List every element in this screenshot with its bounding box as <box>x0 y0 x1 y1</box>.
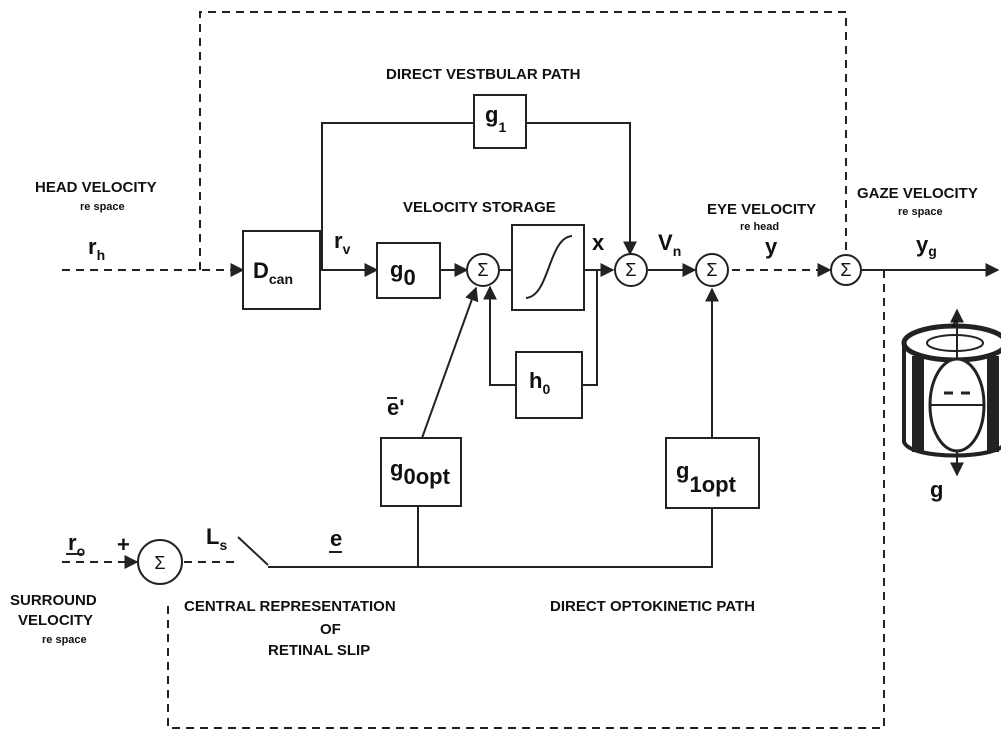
direct-vestibular-path-label: DIRECT VESTBULAR PATH <box>386 66 580 83</box>
svg-text:Σ: Σ <box>840 260 851 280</box>
surround-velocity-label-1: SURROUND <box>10 592 97 609</box>
central-representation-label-1: CENTRAL REPRESENTATION <box>184 598 396 615</box>
block-g1opt: g1opt <box>666 438 759 508</box>
head-velocity-sub: re space <box>80 201 125 213</box>
velocity-storage-label: VELOCITY STORAGE <box>403 199 556 216</box>
eye-velocity-label: EYE VELOCITY <box>707 201 816 218</box>
signal-y-g: yg <box>916 232 937 259</box>
svg-text:Σ: Σ <box>625 260 636 280</box>
signal-plus: + <box>117 532 130 557</box>
axis-z-label: z <box>951 314 958 330</box>
sum-junction-gaze: Σ <box>831 255 861 285</box>
gaze-velocity-sub: re space <box>898 206 943 218</box>
block-d-can: Dcan <box>243 231 320 309</box>
central-representation-label-3: RETINAL SLIP <box>268 642 370 659</box>
direct-optokinetic-path-label: DIRECT OPTOKINETIC PATH <box>550 598 755 615</box>
signal-r-v: rv <box>334 228 351 257</box>
eye-velocity-sub: re head <box>740 221 779 233</box>
sum-junction-surround: Σ <box>138 540 182 584</box>
sum-junction-vestibular: Σ <box>615 254 647 286</box>
axis-g-label: g <box>930 477 943 502</box>
block-g1: g1 <box>474 95 526 148</box>
block-h0: h0 <box>516 352 582 418</box>
surround-velocity-label-2: VELOCITY <box>18 612 93 629</box>
block-g0opt: g0opt <box>381 438 461 506</box>
head-velocity-label: HEAD VELOCITY <box>35 179 157 196</box>
surround-velocity-sub: re space <box>42 634 87 646</box>
signal-x: x <box>592 230 605 255</box>
svg-text:Σ: Σ <box>154 553 165 573</box>
sum-junction-eye: Σ <box>696 254 728 286</box>
svg-text:Σ: Σ <box>477 260 488 280</box>
gaze-velocity-label: GAZE VELOCITY <box>857 185 978 202</box>
block-g0: g0 <box>377 243 440 298</box>
optokinetic-drum-icon: z g <box>904 310 1001 502</box>
sum-junction-storage: Σ <box>467 254 499 286</box>
signal-l-s: Ls <box>206 524 227 553</box>
signal-v-n: Vn <box>658 230 681 259</box>
signal-labels: rh rv x Vn y yg e' ro + Ls e <box>66 228 937 559</box>
signal-y: y <box>765 234 778 259</box>
signal-r-h: rh <box>88 234 105 263</box>
signal-e: e <box>330 526 342 551</box>
svg-text:Σ: Σ <box>706 260 717 280</box>
block-integrator <box>512 225 584 310</box>
central-representation-label-2: OF <box>320 621 341 638</box>
